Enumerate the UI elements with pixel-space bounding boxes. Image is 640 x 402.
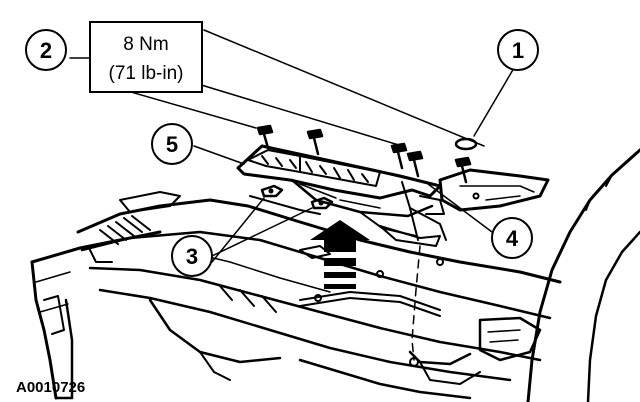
torque-value-lbin: (71 lb-in) (109, 63, 184, 84)
callout-2-label: 2 (40, 38, 52, 63)
torque-spec-box: 8 Nm (71 lb-in) (89, 21, 203, 93)
torque-value-nm: 8 Nm (123, 34, 168, 55)
callout-1-label: 1 (512, 38, 524, 63)
figure-id: A0010726 (16, 379, 85, 396)
callout-3-label: 3 (186, 244, 198, 269)
up-removal-arrow (310, 220, 370, 289)
callout-4: 4 (491, 217, 533, 259)
callout-5-label: 5 (166, 132, 178, 157)
vehicle-body (30, 148, 640, 402)
leader-lines (69, 29, 515, 263)
callout-3: 3 (171, 235, 213, 277)
callout-4-label: 4 (506, 226, 519, 251)
callout-5: 5 (151, 123, 193, 165)
cap-part (454, 137, 478, 151)
callout-1: 1 (497, 29, 539, 71)
cowl-grille-part (236, 144, 550, 237)
callout-2: 2 (25, 29, 67, 71)
nuts (260, 184, 334, 210)
